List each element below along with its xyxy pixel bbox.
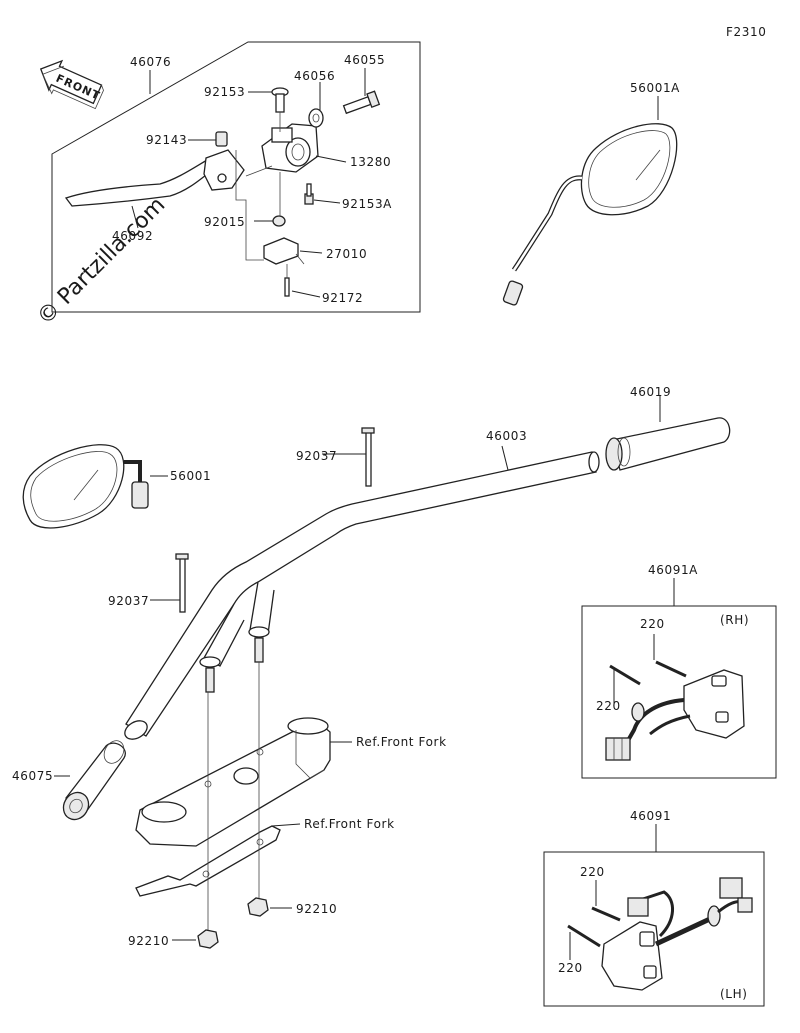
label-46091a: 46091A xyxy=(648,563,698,577)
screw-92172 xyxy=(284,277,290,297)
rh-switch-box xyxy=(581,578,777,779)
label-46019: 46019 xyxy=(630,385,671,399)
bolt-46055 xyxy=(342,90,381,115)
front-arrow-icon: FRONT xyxy=(39,59,104,110)
label-92037-left: 92037 xyxy=(108,594,149,608)
label-92015: 92015 xyxy=(204,215,245,229)
bushing-92143 xyxy=(215,131,228,147)
label-92210-left: 92210 xyxy=(128,934,169,948)
label-46055: 46055 xyxy=(344,53,385,67)
rh-tag: (RH) xyxy=(720,613,749,627)
label-92143: 92143 xyxy=(146,133,187,147)
clamp-92037-left xyxy=(150,553,189,613)
clutch-lever-box xyxy=(51,41,421,313)
label-56001: 56001 xyxy=(170,469,211,483)
label-46075: 46075 xyxy=(12,769,53,783)
lh-switch-box xyxy=(543,824,765,1007)
label-ref-front-fork-2: Ref.Front Fork xyxy=(304,817,395,831)
nut-92015 xyxy=(272,215,286,227)
upper-bracket xyxy=(135,717,352,847)
label-92210-right: 92210 xyxy=(296,902,337,916)
clamp-92037-top xyxy=(322,427,375,487)
washer-46056 xyxy=(308,108,324,128)
label-92153a: 92153A xyxy=(342,197,392,211)
lh-tag: (LH) xyxy=(720,987,747,1001)
label-92037-top: 92037 xyxy=(296,449,337,463)
switch-27010 xyxy=(263,237,305,265)
lever-holder-13280 xyxy=(245,123,319,177)
label-220-rh-1: 220 xyxy=(640,617,665,631)
label-46056: 46056 xyxy=(294,69,335,83)
label-46076: 46076 xyxy=(130,55,171,69)
nut-92210-right xyxy=(247,897,292,917)
throttle-grip-46019 xyxy=(605,396,731,471)
mirror-56001 xyxy=(22,444,168,529)
label-220-lh-2: 220 xyxy=(558,961,583,975)
left-grip-46075 xyxy=(54,740,126,821)
bolt-92153a xyxy=(304,183,314,205)
label-220-rh-2: 220 xyxy=(596,699,621,713)
partzilla-watermark: © Partzilla.com xyxy=(33,193,171,331)
label-46092: 46092 xyxy=(112,229,153,243)
label-220-lh-1: 220 xyxy=(580,865,605,879)
lower-plate xyxy=(135,823,301,897)
nut-92210-left xyxy=(172,929,219,949)
label-92172: 92172 xyxy=(322,291,363,305)
label-ref-front-fork-1: Ref.Front Fork xyxy=(356,735,447,749)
mirror-56001a xyxy=(502,96,678,306)
label-46003: 46003 xyxy=(486,429,527,443)
clutch-lever-part xyxy=(64,149,245,207)
label-56001a: 56001A xyxy=(630,81,680,95)
pin-92153 xyxy=(271,87,289,113)
figure-code: F2310 xyxy=(726,25,766,39)
handlebar-46003 xyxy=(124,445,600,740)
label-27010: 27010 xyxy=(326,247,367,261)
label-92153: 92153 xyxy=(204,85,245,99)
label-46091: 46091 xyxy=(630,809,671,823)
label-13280: 13280 xyxy=(350,155,391,169)
